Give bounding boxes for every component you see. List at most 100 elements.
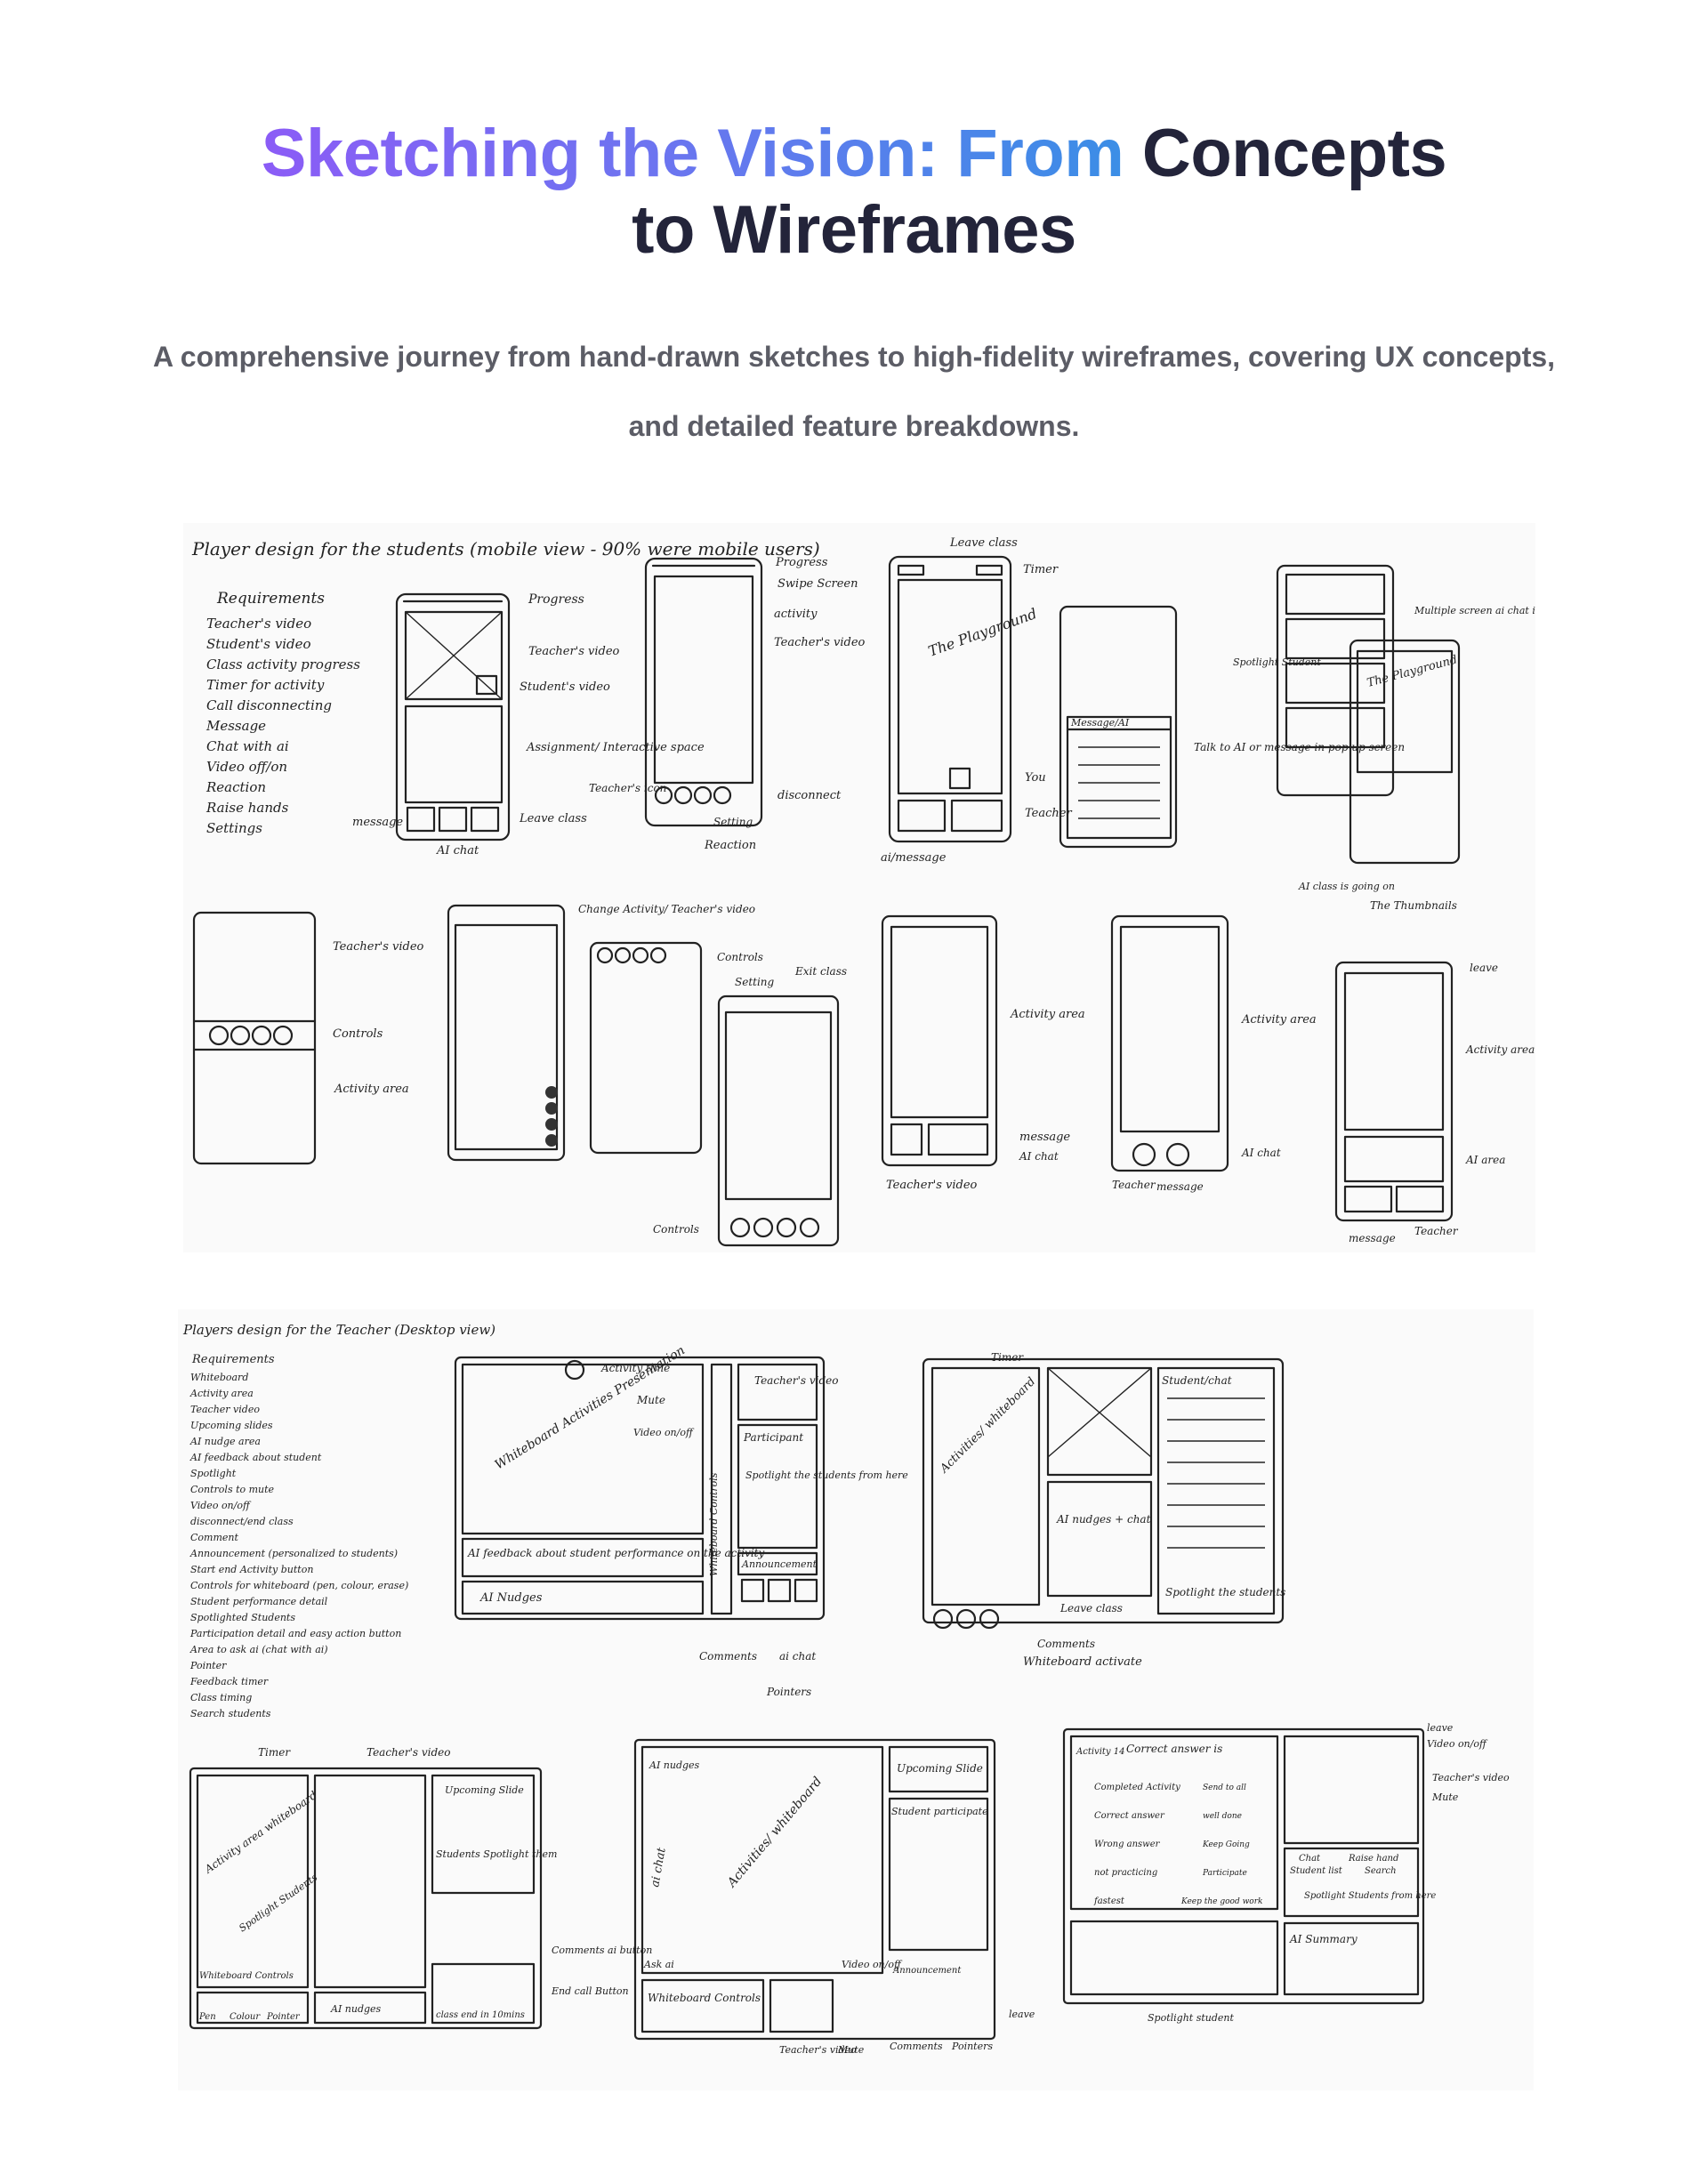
requirement-item: Spotlight bbox=[190, 1468, 237, 1479]
teacher-requirements-list: Whiteboard Activity area Teacher video U… bbox=[189, 1372, 408, 1719]
requirement-item: Start end Activity button bbox=[190, 1564, 313, 1575]
annotation: Controls bbox=[717, 951, 763, 963]
annotation: Exit class bbox=[794, 965, 847, 978]
annotation: Activity area bbox=[1010, 1008, 1085, 1021]
annotation: Teacher's video bbox=[333, 940, 424, 954]
annotation: End call Button bbox=[551, 1985, 629, 1997]
phone-sketch: Teacher's video Controls Activity area bbox=[192, 911, 424, 1165]
requirement-item: Comment bbox=[190, 1532, 238, 1543]
annotation: Controls bbox=[333, 1027, 383, 1041]
annotation: Teacher's video bbox=[1432, 1772, 1510, 1783]
requirement-item: Video on/off bbox=[190, 1500, 252, 1511]
annotation: Correct answer bbox=[1094, 1811, 1165, 1821]
annotation: disconnect bbox=[777, 789, 842, 802]
annotation: leave bbox=[1009, 2009, 1035, 2020]
annotation: Spotlight the students bbox=[1165, 1586, 1285, 1598]
requirement-item: Video off/on bbox=[206, 759, 287, 775]
annotation: message bbox=[1019, 1131, 1070, 1144]
phone-sketch: leave Activity area AI area message Teac… bbox=[1334, 961, 1535, 1244]
annotation: Mute bbox=[1431, 1792, 1459, 1803]
annotation: Teacher's video bbox=[886, 1179, 978, 1192]
student-req-title: Requirements bbox=[216, 590, 325, 608]
requirement-item: Timer for activity bbox=[206, 677, 325, 693]
annotation: leave bbox=[1470, 962, 1498, 974]
phone-sketch: Activity area AI chat Teacher message bbox=[1110, 914, 1317, 1193]
requirement-item: Message bbox=[205, 718, 266, 734]
annotation: You bbox=[1025, 771, 1046, 785]
page-subtitle: A comprehensive journey from hand-drawn … bbox=[152, 341, 1556, 442]
requirement-item: Raise hands bbox=[205, 800, 289, 816]
phone-sketch: Progress Teacher's video Student's video… bbox=[352, 592, 705, 858]
requirement-item: Announcement (personalized to students) bbox=[189, 1548, 398, 1559]
annotation: Assignment/ Interactive space bbox=[526, 741, 705, 754]
phone-sketch: Change Activity/ Teacher's video Control… bbox=[447, 903, 847, 1247]
requirement-item: Pointer bbox=[189, 1660, 227, 1671]
annotation: Pointer bbox=[266, 2012, 301, 2022]
annotation: Pen bbox=[198, 2012, 216, 2022]
requirement-item: disconnect/end class bbox=[190, 1516, 294, 1527]
annotation: Spotlight Student bbox=[1233, 656, 1321, 668]
annotation: Leave class bbox=[519, 812, 587, 825]
requirement-item: Settings bbox=[206, 820, 262, 836]
annotation: Keep Going bbox=[1202, 1840, 1250, 1849]
annotation: message bbox=[352, 816, 403, 829]
requirement-item: Whiteboard bbox=[190, 1372, 248, 1383]
annotation: Pointers bbox=[951, 2041, 993, 2052]
annotation: class end in 10mins bbox=[436, 2010, 525, 2020]
requirement-item: Teacher's video bbox=[206, 616, 311, 632]
annotation: Video on/off bbox=[842, 1959, 903, 1970]
annotation: AI Nudges bbox=[479, 1591, 543, 1605]
annotation: AI nudges bbox=[649, 1759, 700, 1771]
annotation: Message/AI bbox=[1070, 717, 1130, 729]
annotation: Teacher bbox=[1112, 1179, 1156, 1191]
annotation: Student's video bbox=[520, 680, 610, 694]
requirement-item: Call disconnecting bbox=[206, 697, 332, 713]
page-title-plain: Concepts to Wireframes bbox=[632, 116, 1447, 268]
annotation: Teacher's video bbox=[528, 645, 620, 658]
annotation: message bbox=[1156, 1180, 1204, 1193]
annotation: The Thumbnails bbox=[1370, 899, 1457, 912]
requirement-item: AI nudge area bbox=[189, 1436, 261, 1447]
annotation: Progress bbox=[775, 556, 828, 569]
annotation: Raise hand bbox=[1348, 1854, 1398, 1864]
annotation: AI chat bbox=[1241, 1147, 1281, 1159]
annotation: Participate bbox=[1202, 1869, 1247, 1878]
page-title: Sketching the Vision: From Concepts to W… bbox=[231, 116, 1477, 269]
annotation: Teacher bbox=[1025, 807, 1072, 820]
annotation: Whiteboard Controls bbox=[708, 1472, 720, 1576]
annotation: Swipe Screen bbox=[777, 577, 858, 591]
annotation: activity bbox=[774, 608, 818, 621]
annotation: Mute bbox=[636, 1394, 665, 1406]
annotation: Teacher's icon bbox=[589, 782, 666, 794]
student-sketch-drawing: Player design for the students (mobile v… bbox=[183, 523, 1535, 1252]
annotation: leave bbox=[1427, 1722, 1454, 1734]
annotation: Activity area bbox=[334, 1083, 409, 1096]
annotation: Student participate bbox=[891, 1806, 988, 1817]
annotation: AI nudges + chat bbox=[1056, 1513, 1151, 1526]
annotation: AI class is going on bbox=[1298, 881, 1395, 892]
annotation: Teacher's video bbox=[774, 636, 866, 649]
annotation: Upcoming Slide bbox=[897, 1762, 983, 1775]
requirement-item: Controls to mute bbox=[190, 1484, 275, 1495]
desktop-sketch: Activity 14 Correct answer is Completed … bbox=[1062, 1722, 1510, 2024]
annotation: AI chat bbox=[436, 844, 479, 858]
annotation: ai chat bbox=[779, 1650, 816, 1663]
phone-sketch: Activity area message AI chat Teacher's … bbox=[881, 914, 1085, 1192]
annotation: Timer bbox=[258, 1746, 291, 1759]
annotation: Activity 14 bbox=[1076, 1747, 1124, 1757]
annotation: Activity area bbox=[1465, 1043, 1535, 1056]
requirement-item: Chat with ai bbox=[206, 738, 289, 754]
annotation: Colour bbox=[230, 2012, 261, 2022]
annotation: Teacher's video bbox=[779, 2044, 857, 2056]
student-sketch-heading: Player design for the students (mobile v… bbox=[191, 538, 820, 560]
annotation: Chat bbox=[1299, 1854, 1321, 1864]
requirement-item: Feedback timer bbox=[189, 1676, 269, 1687]
annotation: Search bbox=[1365, 1866, 1397, 1876]
annotation: Wrong answer bbox=[1094, 1840, 1161, 1849]
annotation: Ask ai bbox=[643, 1959, 674, 1970]
requirement-item: AI feedback about student bbox=[189, 1452, 322, 1463]
annotation: Comments bbox=[1037, 1638, 1095, 1650]
annotation: Mute bbox=[837, 2044, 865, 2056]
annotation: Student/chat bbox=[1162, 1374, 1232, 1387]
annotation: not practicing bbox=[1094, 1868, 1157, 1878]
